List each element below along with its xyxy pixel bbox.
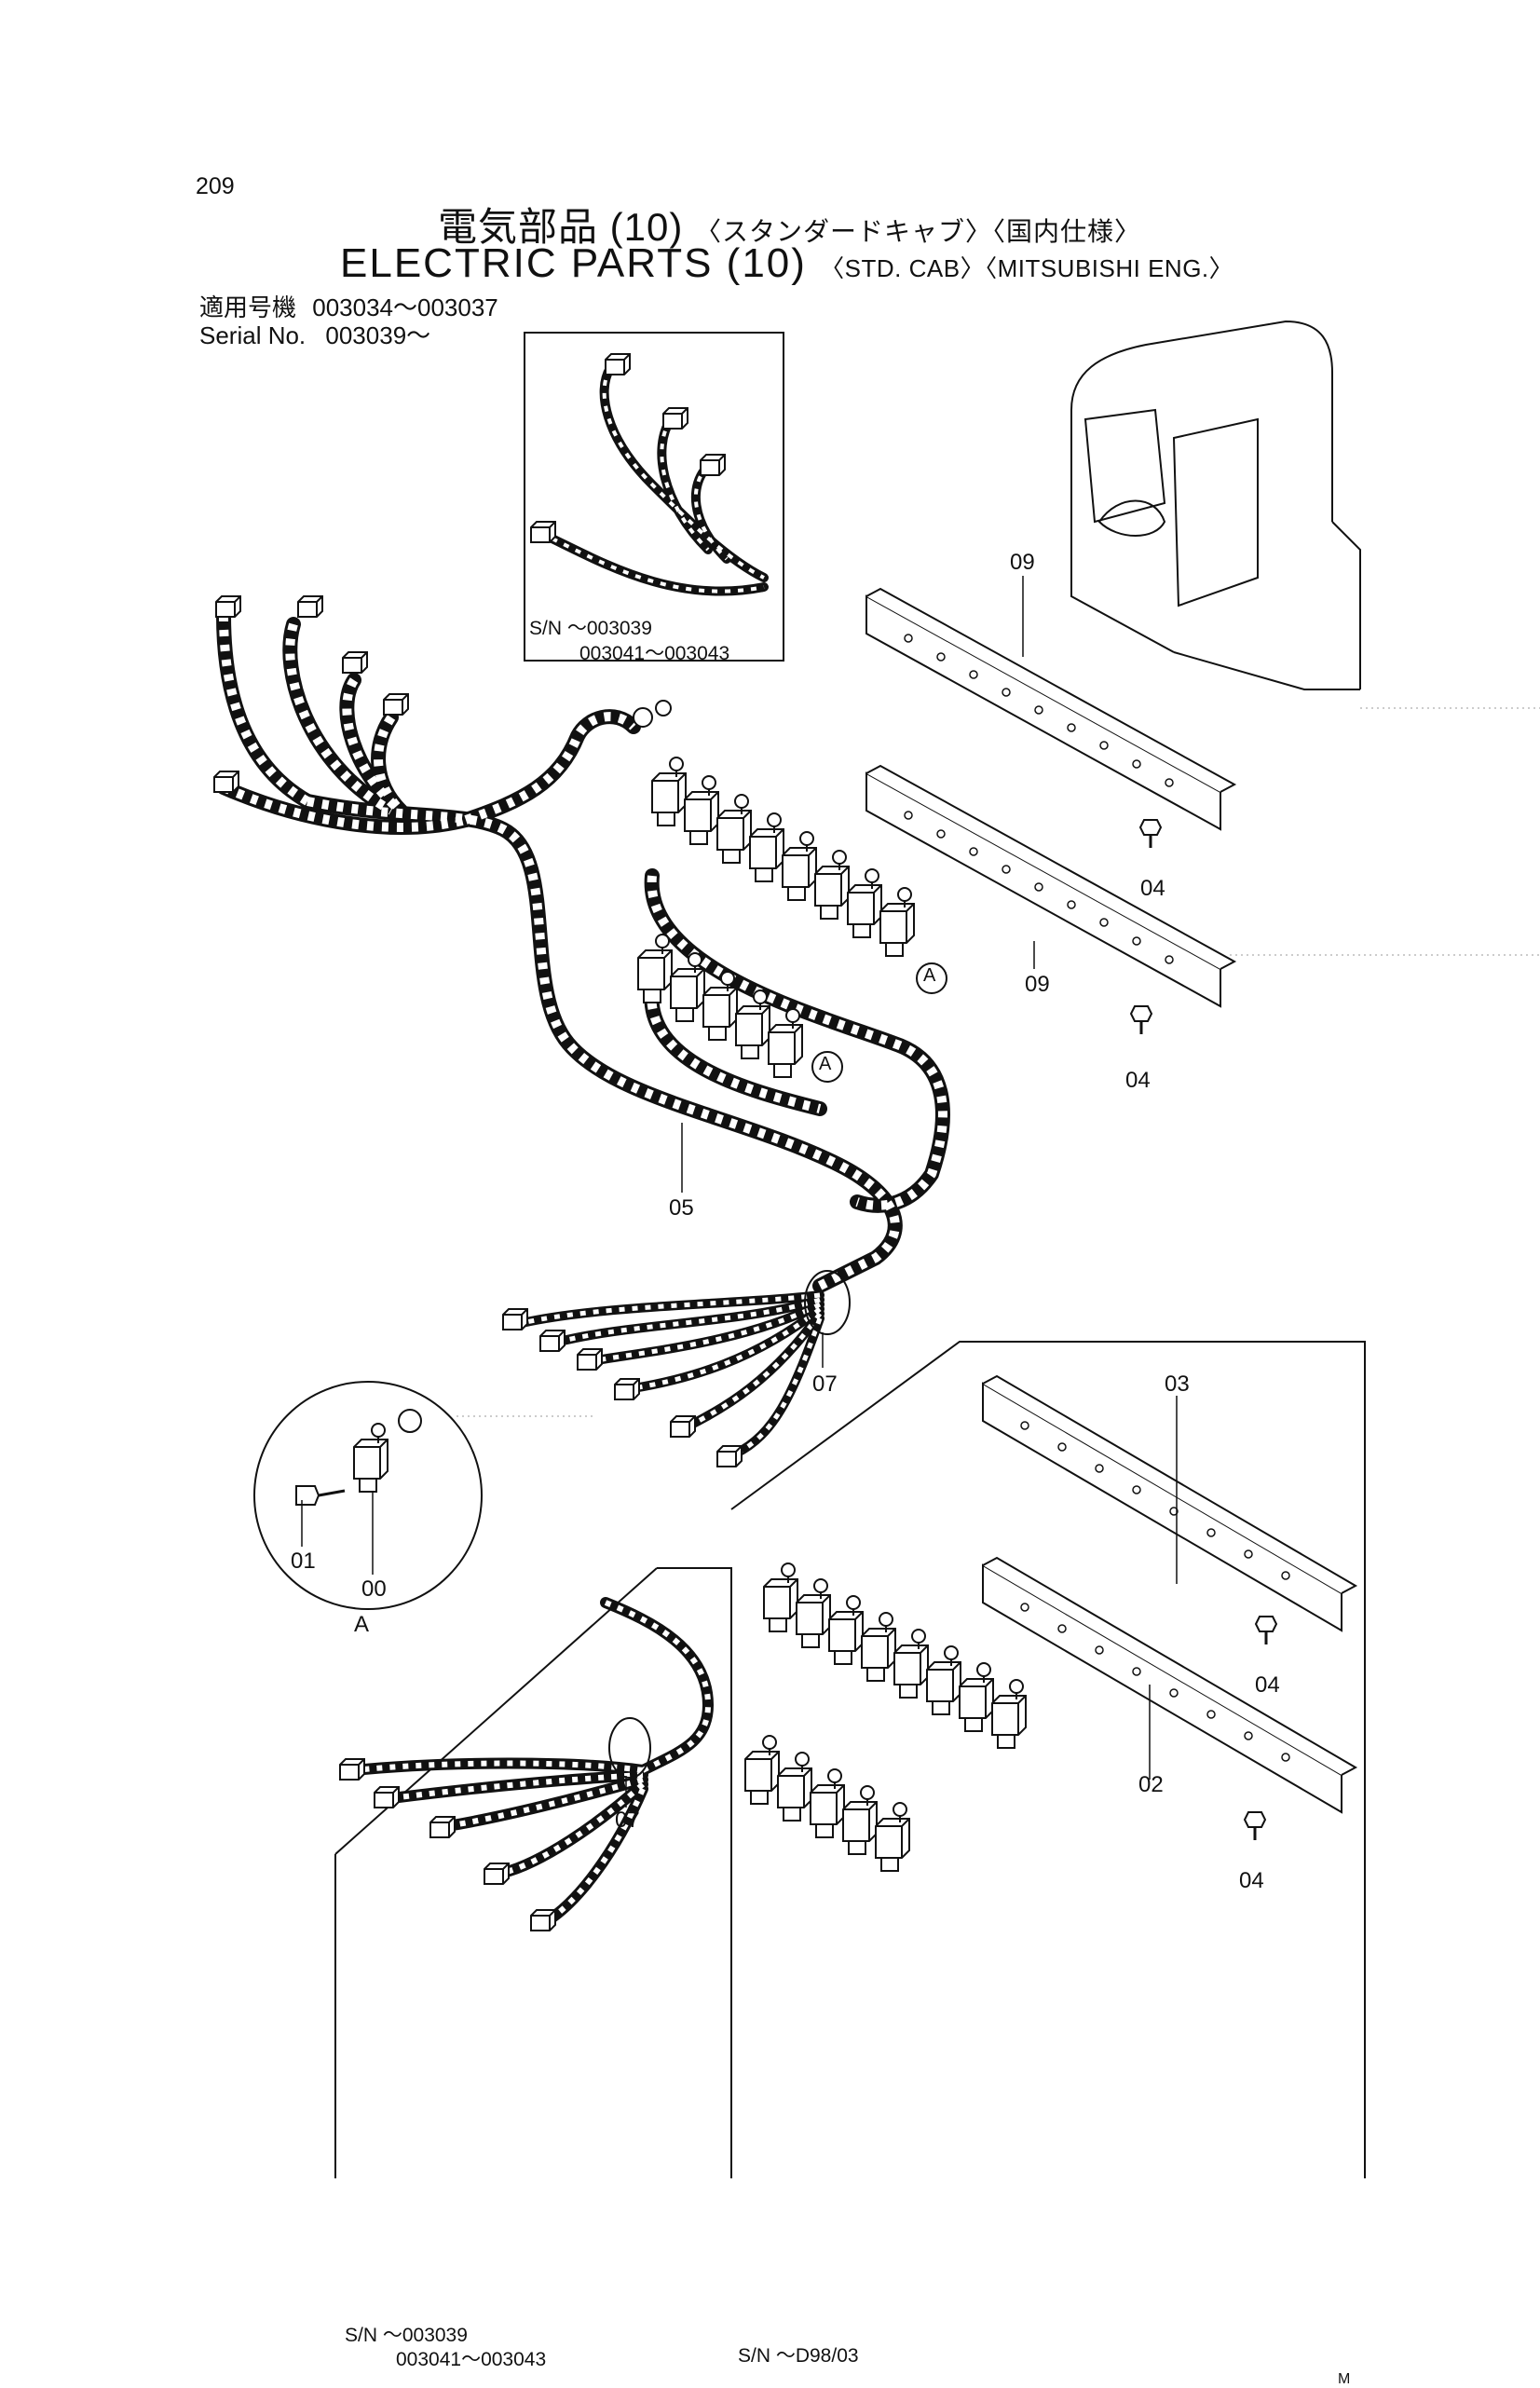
- ref-a-circle-2: [811, 1051, 843, 1083]
- title-japanese: 電気部品 (10) 〈スタンダードキャブ〉〈国内仕様〉: [438, 196, 1141, 252]
- serial-en: Serial No. 003039～: [199, 317, 430, 351]
- inset-top-sn-1: S/N ～003039: [529, 618, 652, 639]
- callout-03: 03: [1165, 1371, 1190, 1397]
- callout-09-lower: 09: [1025, 972, 1050, 997]
- detail-screw-01: [295, 1485, 346, 1506]
- bracket-02: [982, 1556, 1358, 1814]
- callout-05: 05: [669, 1195, 694, 1221]
- title-japanese-suffix: 〈スタンダードキャブ〉〈国内仕様〉: [695, 217, 1142, 246]
- callout-09-upper: 09: [1010, 550, 1035, 575]
- inset-br-sn-1: S/N ～D98/03: [738, 2345, 859, 2367]
- inset-box-bottom-left: [334, 1567, 732, 2178]
- inset-top-sn-2: 003041～003043: [579, 643, 730, 664]
- ref-a-circle-1: [916, 962, 947, 994]
- callout-04-inset-upper: 04: [1255, 1672, 1280, 1698]
- ref-a-1: A: [923, 965, 936, 986]
- main-harness-05: [216, 607, 950, 1293]
- inset-bl-sn-2: 003041～003043: [396, 2349, 547, 2370]
- serial-en-label: Serial No.: [199, 321, 307, 349]
- serial-jp-label: 適用号機: [199, 293, 297, 321]
- callout-07-main: 07: [812, 1371, 838, 1397]
- parts-diagram: [213, 320, 1540, 2178]
- ref-a-2: A: [819, 1054, 832, 1074]
- callout-00: 00: [361, 1576, 387, 1602]
- serial-en-range: 003039～: [325, 321, 431, 349]
- band-clip-07: [804, 1270, 851, 1335]
- serial-jp: 適用号機 003034～003037: [199, 289, 498, 323]
- inset-box-top: [524, 332, 784, 662]
- title-english-main: ELECTRIC PARTS (10): [340, 240, 807, 286]
- callout-04-upper: 04: [1140, 876, 1165, 901]
- page-number: 209: [196, 173, 235, 199]
- title-english-suffix: 〈STD. CAB〉〈MITSUBISHI ENG.〉: [820, 254, 1234, 282]
- inset-box-bottom-right: [730, 1341, 1366, 2178]
- bracket-09-upper: [865, 587, 1237, 831]
- title-japanese-main: 電気部品 (10): [438, 205, 684, 249]
- callout-04-inset-lower: 04: [1239, 1868, 1264, 1893]
- inset-bottom-left-harness: [348, 1597, 715, 1925]
- inset-relays-lower: [744, 1735, 910, 1872]
- callout-02: 02: [1138, 1772, 1164, 1797]
- title-english: ELECTRIC PARTS (10) 〈STD. CAB〉〈MITSUBISH…: [340, 240, 1233, 287]
- detail-circle-a: [253, 1381, 483, 1610]
- footer-mark: M: [1338, 2371, 1351, 2387]
- detail-relay: [353, 1409, 422, 1493]
- callout-01: 01: [291, 1549, 316, 1574]
- callout-07-inset: 07: [615, 1808, 640, 1833]
- callout-04-lower: 04: [1125, 1068, 1151, 1093]
- cab-illustration: [1070, 320, 1361, 690]
- detail-label-a: A: [354, 1612, 370, 1637]
- bracket-09-lower: [865, 764, 1237, 1008]
- serial-jp-range: 003034～003037: [312, 293, 498, 321]
